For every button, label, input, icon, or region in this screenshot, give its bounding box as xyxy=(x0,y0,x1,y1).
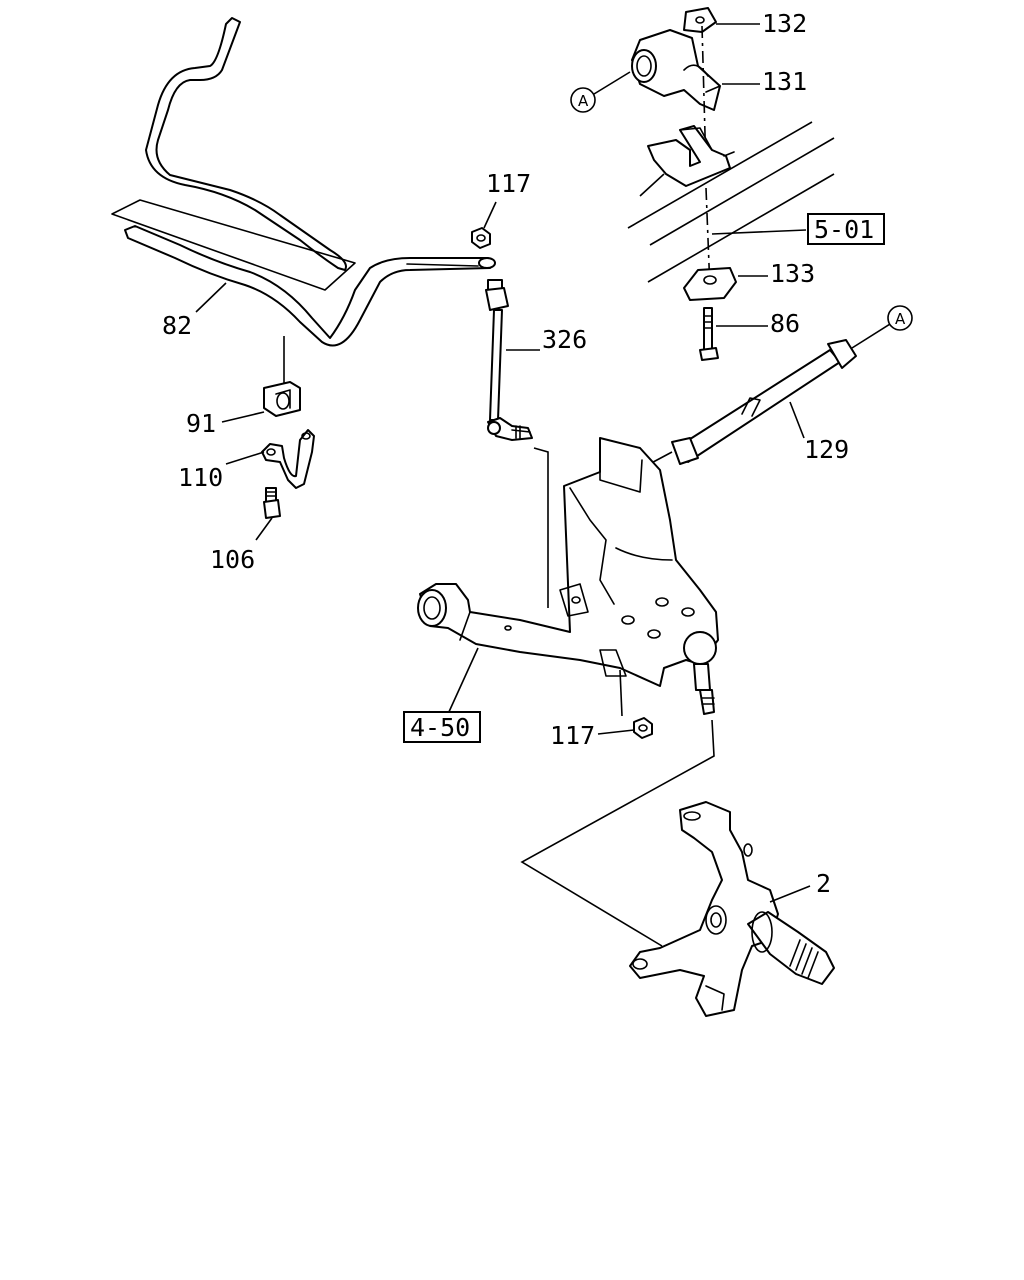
callout-129: 129 xyxy=(804,435,849,464)
lower-control-arm xyxy=(417,437,719,715)
stabilizer-link xyxy=(485,279,533,441)
ref-5-01: 5-01 xyxy=(814,215,874,244)
pivot-bracket-131 xyxy=(631,29,721,111)
callout-131: 131 xyxy=(762,67,807,96)
leader-82 xyxy=(195,282,227,313)
callout-132: 132 xyxy=(762,9,807,38)
stabilizer-bar xyxy=(111,17,496,347)
leader-a-right xyxy=(851,323,891,349)
guide-balljoint-knuckle xyxy=(520,719,715,947)
svg-text:A: A xyxy=(578,92,589,110)
callout-117-bottom: 117 xyxy=(550,721,595,750)
callout-2: 2 xyxy=(816,869,831,898)
leader-2 xyxy=(769,885,811,903)
callout-117-top: 117 xyxy=(486,169,531,198)
leader-110 xyxy=(225,451,265,465)
callout-82: 82 xyxy=(162,311,192,340)
nut-top xyxy=(471,227,491,249)
leader-106 xyxy=(255,517,273,541)
callout-133: 133 xyxy=(770,259,815,288)
leader-4-50 xyxy=(447,647,479,715)
connector-a-right: A xyxy=(887,305,913,331)
ref-4-50: 4-50 xyxy=(410,713,470,742)
steering-knuckle xyxy=(629,801,835,1017)
stabilizer-bushing xyxy=(263,381,301,417)
ref-box-4-50 xyxy=(403,711,481,743)
callout-106: 106 xyxy=(210,545,255,574)
bumper-bracket-132 xyxy=(683,7,717,33)
callout-91: 91 xyxy=(186,409,216,438)
callout-86: 86 xyxy=(770,309,800,338)
callout-326: 326 xyxy=(542,325,587,354)
frame-rail xyxy=(627,121,835,283)
guide-nut-bottom xyxy=(619,669,623,717)
bushing-bracket xyxy=(261,429,315,489)
bolt-86 xyxy=(699,307,719,361)
ref-box-5-01 xyxy=(807,213,885,245)
leader-117-top xyxy=(483,201,497,229)
rebound-bumper-133 xyxy=(683,267,737,301)
leader-129 xyxy=(789,401,805,439)
leader-5-01 xyxy=(711,229,807,235)
connector-a-left: A xyxy=(570,71,631,113)
callout-110: 110 xyxy=(178,463,223,492)
leader-117-bottom xyxy=(597,729,635,735)
torsion-bar xyxy=(671,339,857,465)
leader-91 xyxy=(221,411,265,423)
svg-text:A: A xyxy=(895,310,906,328)
guide-link-arm xyxy=(533,447,549,608)
nut-bottom xyxy=(633,717,653,739)
bracket-bolt xyxy=(263,487,281,519)
